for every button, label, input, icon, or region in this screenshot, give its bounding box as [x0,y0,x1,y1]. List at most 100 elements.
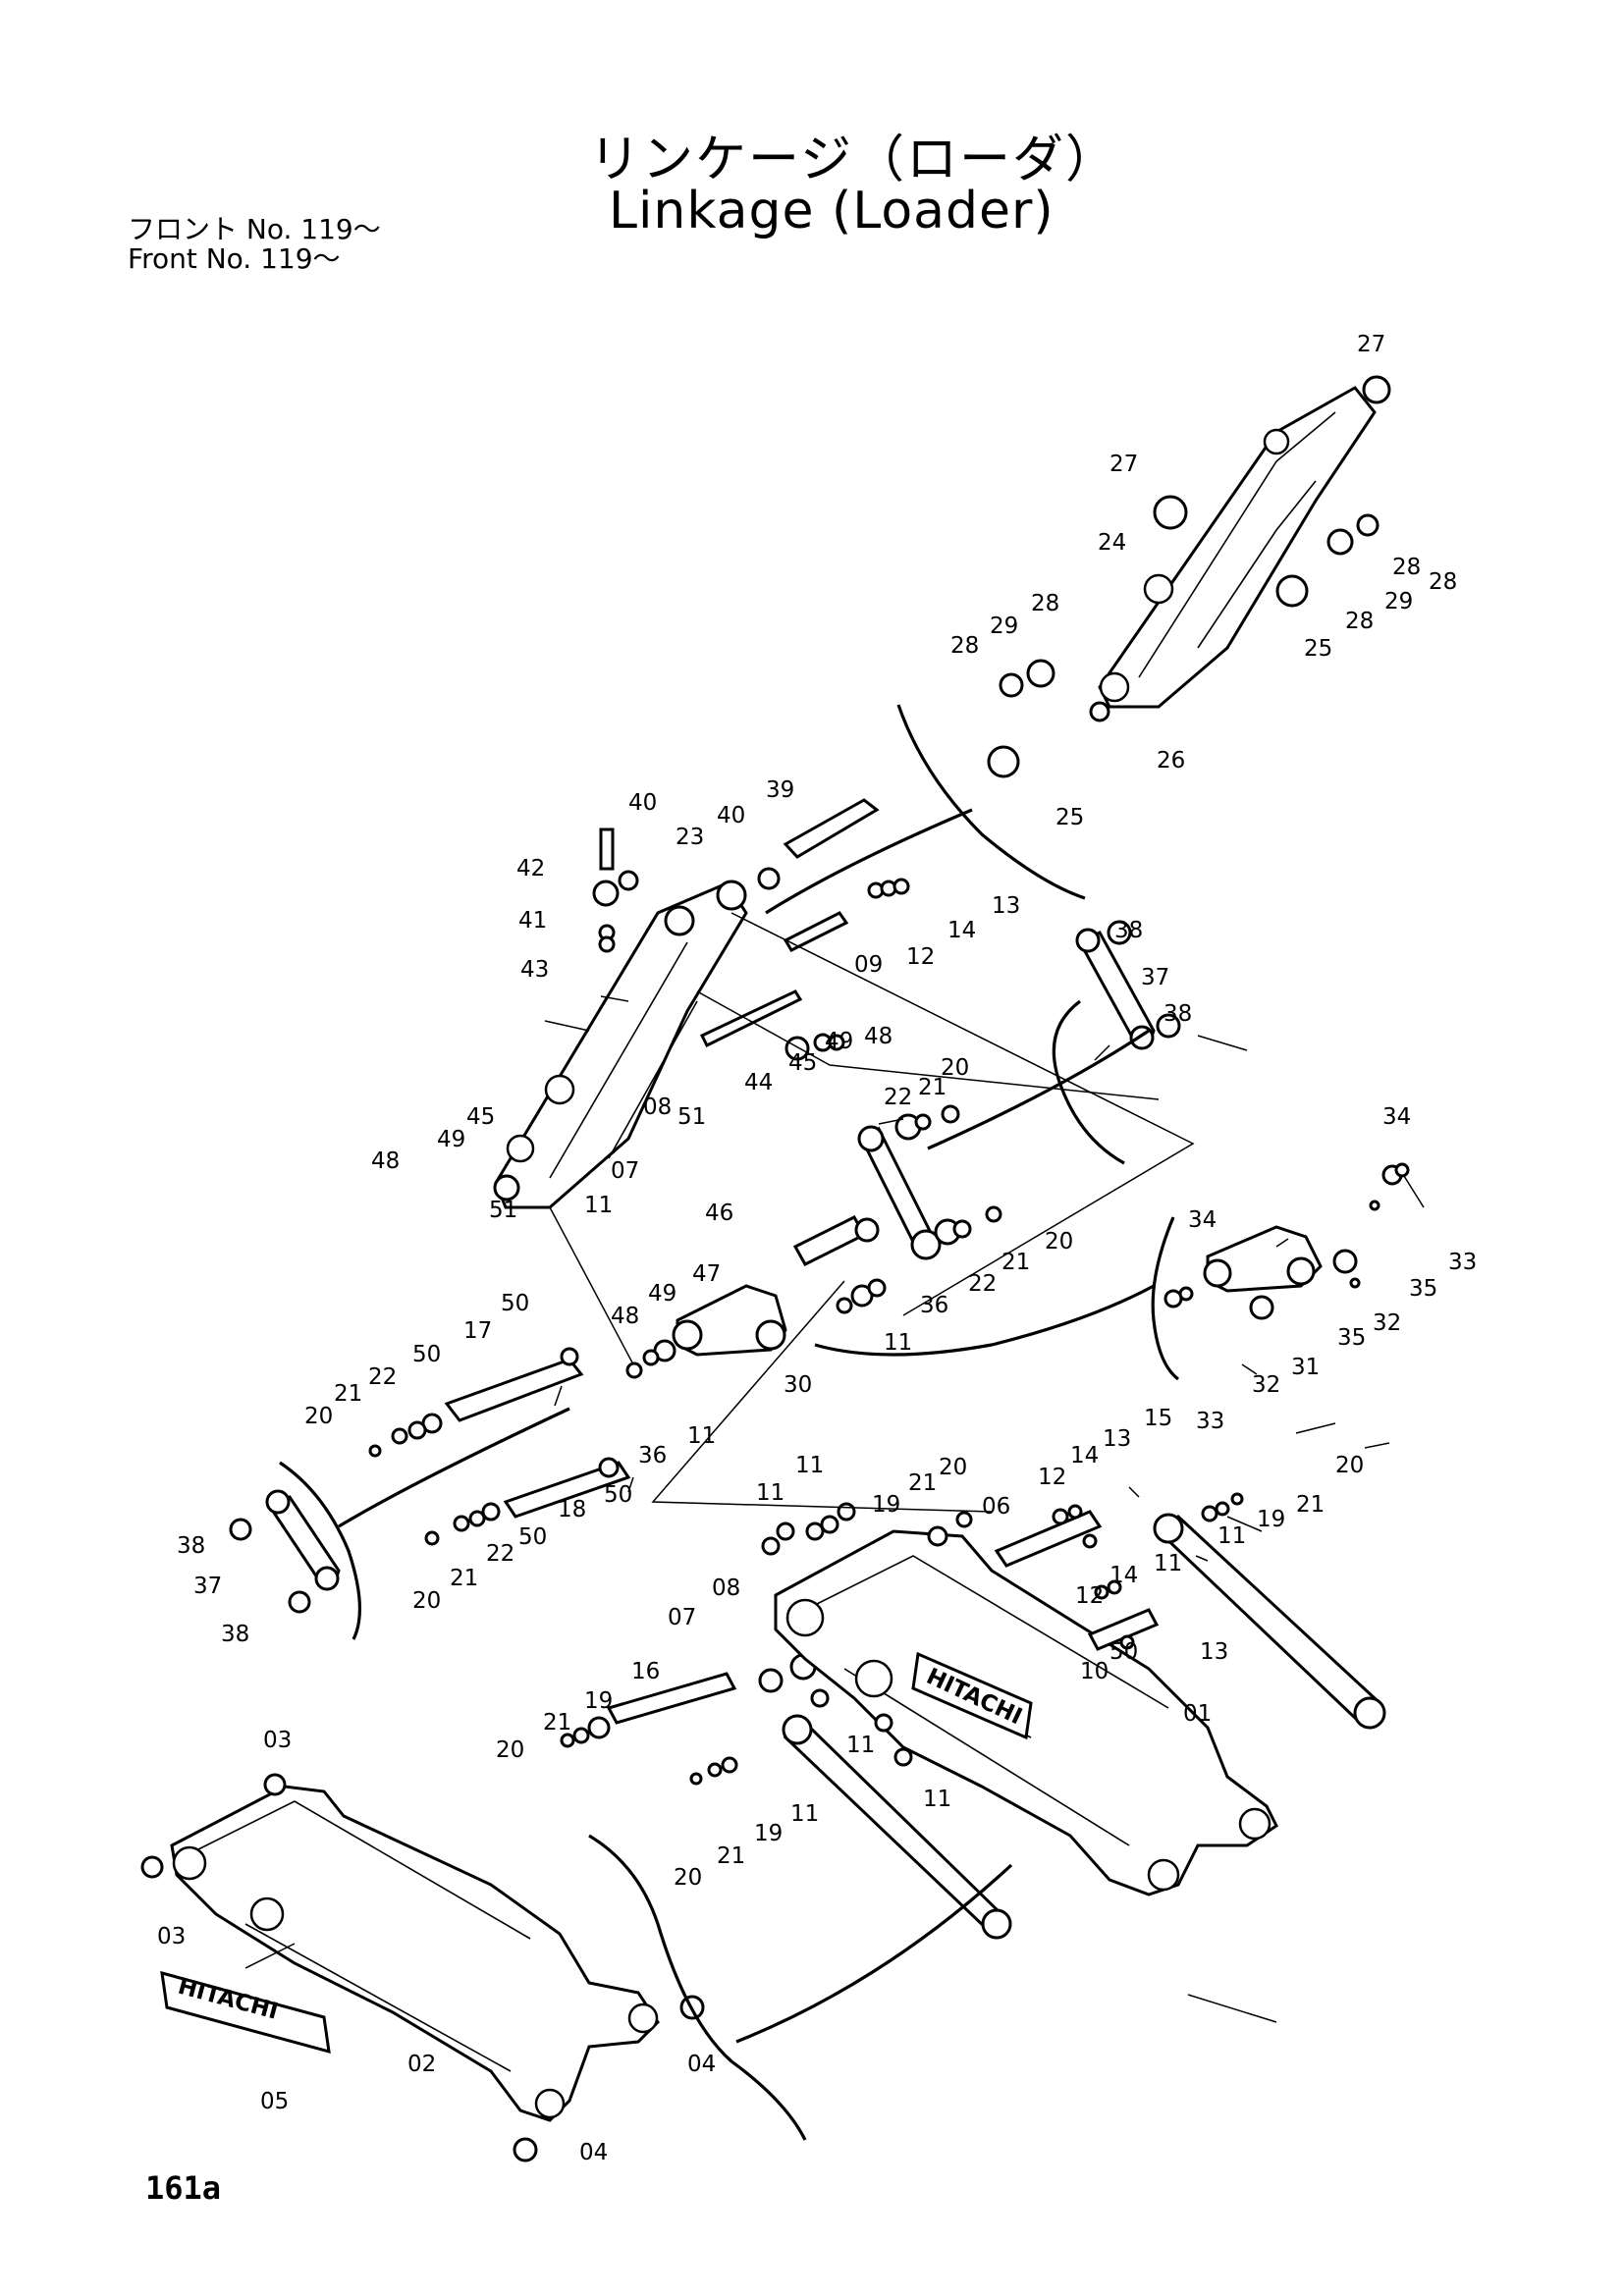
callout-21h: 21 [717,1843,745,1869]
bracket-30 [625,1284,787,1379]
callout-28b: 28 [950,633,979,659]
callout-07a: 07 [611,1158,639,1184]
boom-02: HITACHI [140,1773,705,2163]
callout-50e: 50 [1109,1639,1138,1665]
callout-15: 15 [1144,1406,1172,1431]
callout-48c: 48 [611,1304,639,1329]
center-link-assembly [792,1104,1002,1314]
callout-38b: 38 [1163,1001,1192,1027]
callout-13b: 13 [1103,1426,1131,1452]
callout-27b: 27 [1109,452,1138,477]
callout-19b: 19 [1257,1507,1285,1532]
callout-12b: 12 [1038,1465,1066,1490]
callout-20a: 20 [941,1055,969,1081]
callout-11e: 11 [756,1480,784,1506]
callout-44: 44 [744,1070,773,1095]
callout-45b: 45 [466,1104,495,1130]
callout-38d: 38 [221,1622,249,1647]
callout-06: 06 [982,1494,1010,1520]
callout-11h: 11 [846,1733,875,1758]
front-number-english: Front No. 119～ [128,242,341,275]
callout-20h: 20 [674,1865,702,1891]
callout-17: 17 [463,1318,492,1344]
callout-45a: 45 [788,1050,817,1076]
title-english: Linkage (Loader) [609,182,1055,240]
callout-08a: 08 [643,1095,672,1120]
callout-14b: 14 [1070,1443,1099,1468]
callout-04b: 04 [579,2140,608,2165]
callout-33a: 33 [1448,1250,1477,1275]
callout-26: 26 [1157,748,1185,774]
callout-11f: 11 [1217,1523,1246,1549]
callout-31: 31 [1291,1355,1320,1380]
callout-32a: 32 [1373,1310,1401,1336]
callout-25a: 25 [1304,636,1332,662]
callout-labels: 27 27 24 28 29 28 28 28 29 28 25 26 25 3… [157,332,1477,2165]
bellcrank-assembly [493,798,910,1209]
callout-39: 39 [766,777,794,803]
callout-49c: 49 [648,1281,676,1307]
callout-51a: 51 [677,1104,706,1130]
callout-34a: 34 [1382,1104,1411,1130]
callout-32b: 32 [1252,1372,1280,1398]
bracket-31 [1163,1162,1410,1320]
callout-07b: 07 [668,1605,696,1630]
callout-11g: 11 [1154,1551,1182,1576]
callout-22b: 22 [968,1271,997,1297]
callout-08b: 08 [712,1575,740,1601]
callout-20c: 20 [304,1404,333,1429]
callout-12c: 12 [1075,1583,1104,1609]
callout-37a: 37 [1141,965,1169,990]
callout-03b: 03 [157,1924,186,1949]
callout-19d: 19 [754,1821,783,1846]
callout-14a: 14 [947,918,976,943]
callout-23: 23 [676,825,704,850]
callout-36b: 36 [638,1443,667,1468]
callout-01: 01 [1183,1701,1212,1727]
callout-24: 24 [1098,530,1126,556]
callout-37b: 37 [193,1574,222,1599]
callout-35a: 35 [1409,1276,1437,1302]
callout-09: 09 [854,952,883,978]
callout-19a: 19 [872,1492,900,1518]
callout-46: 46 [705,1201,733,1226]
callout-21b: 21 [1001,1250,1030,1275]
callout-22a: 22 [884,1085,912,1110]
callout-21c: 21 [334,1381,362,1407]
callout-28e: 28 [1345,609,1374,634]
callout-10: 10 [1080,1659,1109,1684]
callout-40b: 40 [717,803,745,828]
callout-05: 05 [260,2089,289,2114]
callout-16: 16 [631,1659,660,1684]
callout-28c: 28 [1392,555,1421,580]
callout-41: 41 [518,908,547,934]
callout-11d: 11 [795,1453,824,1478]
callout-22c: 22 [368,1364,397,1390]
callout-35b: 35 [1337,1325,1366,1351]
callout-43: 43 [520,957,549,983]
callout-51b: 51 [489,1198,517,1223]
callout-42: 42 [516,856,545,881]
link-37-right [1075,920,1181,1050]
callout-38c: 38 [177,1533,205,1559]
callout-50c: 50 [604,1482,632,1508]
cylinder-assembly [761,1492,1386,1940]
callout-50b: 50 [412,1342,441,1367]
page-number: 161a [145,2169,222,2207]
upper-arm-assembly [987,375,1391,778]
callout-11i: 11 [923,1787,951,1812]
callout-19c: 19 [584,1688,613,1714]
callout-21d: 21 [450,1566,478,1591]
callout-49b: 49 [437,1127,465,1152]
boom-01: HITACHI [774,1529,1278,1896]
callout-20f: 20 [1335,1453,1364,1478]
callout-03a: 03 [263,1728,292,1753]
callout-40a: 40 [628,790,657,816]
callout-49a: 49 [825,1029,853,1054]
callout-02: 02 [407,2052,436,2077]
callout-47: 47 [692,1261,721,1287]
callout-36a: 36 [920,1293,948,1318]
callout-30: 30 [784,1372,812,1398]
